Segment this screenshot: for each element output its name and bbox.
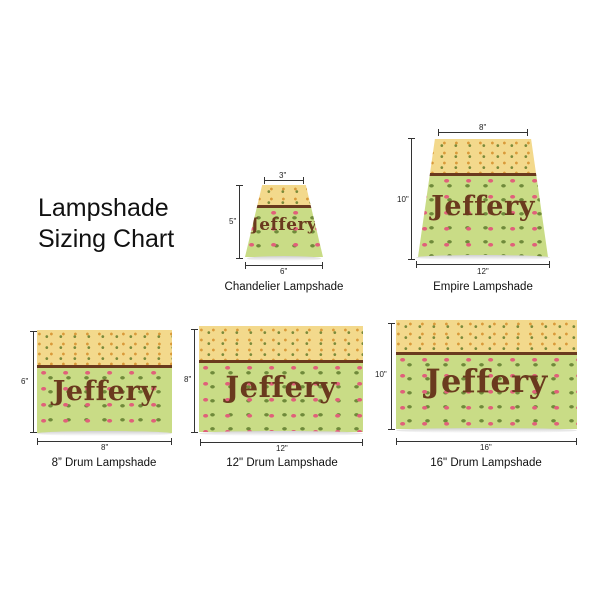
height-dimension-line	[388, 323, 395, 430]
width-dimension-line	[37, 438, 172, 445]
top-width-label: 8"	[479, 123, 487, 132]
personalized-name: Jeffery	[425, 362, 548, 400]
personalized-name: Jeffery	[431, 191, 535, 222]
shade-base-rim	[416, 255, 550, 260]
shade-base-rim	[247, 256, 321, 261]
title-line-1: Lampshade	[38, 194, 169, 222]
bottom-width-dimension-line	[416, 261, 550, 268]
bottom-width-label: 6"	[280, 267, 288, 276]
height-label: 10"	[375, 370, 387, 379]
height-dimension-line	[408, 138, 415, 260]
personalized-name: Jeffery	[225, 370, 337, 404]
height-label: 10"	[397, 195, 409, 204]
caption: 16" Drum Lampshade	[430, 457, 542, 469]
bottom-width-label: 12"	[477, 267, 489, 276]
title-line-2: Sizing Chart	[38, 225, 175, 253]
top-width-label: 3"	[279, 171, 287, 180]
empire-shade-image: Jeffery	[418, 139, 548, 257]
height-dimension-line	[191, 329, 198, 433]
chart-title: Lampshade Sizing Chart	[38, 193, 174, 255]
drum-12-shade-image: Jeffery	[199, 326, 363, 432]
caption: 8” Drum Lampshade	[51, 457, 157, 469]
shade-base-rim	[396, 428, 577, 433]
width-dimension-line	[396, 438, 577, 445]
shade-base-rim	[37, 431, 172, 436]
width-label: 16"	[480, 443, 492, 452]
height-label: 5"	[229, 217, 237, 226]
caption: 12" Drum Lampshade	[226, 457, 338, 469]
drum-16-shade-image: Jeffery	[396, 320, 577, 429]
drum-8-shade-image: Jeffery	[37, 330, 172, 433]
height-dimension-line	[30, 331, 37, 433]
top-width-dimension-line	[438, 129, 528, 136]
bottom-width-dimension-line	[245, 262, 323, 269]
height-dimension-line	[236, 185, 243, 259]
personalized-name: Jeffery	[52, 376, 157, 407]
caption: Chandelier Lampshade	[224, 281, 344, 293]
top-width-dimension-line	[264, 177, 304, 184]
chandelier-shade-image: Jeffery	[245, 185, 323, 257]
caption: Empire Lampshade	[433, 281, 533, 293]
width-label: 12"	[276, 444, 288, 453]
personalized-name: Jeffery	[250, 215, 318, 235]
width-dimension-line	[200, 439, 363, 446]
shade-base-rim	[199, 431, 363, 436]
height-label: 6"	[21, 377, 29, 386]
width-label: 8"	[101, 443, 109, 452]
height-label: 8"	[184, 375, 192, 384]
